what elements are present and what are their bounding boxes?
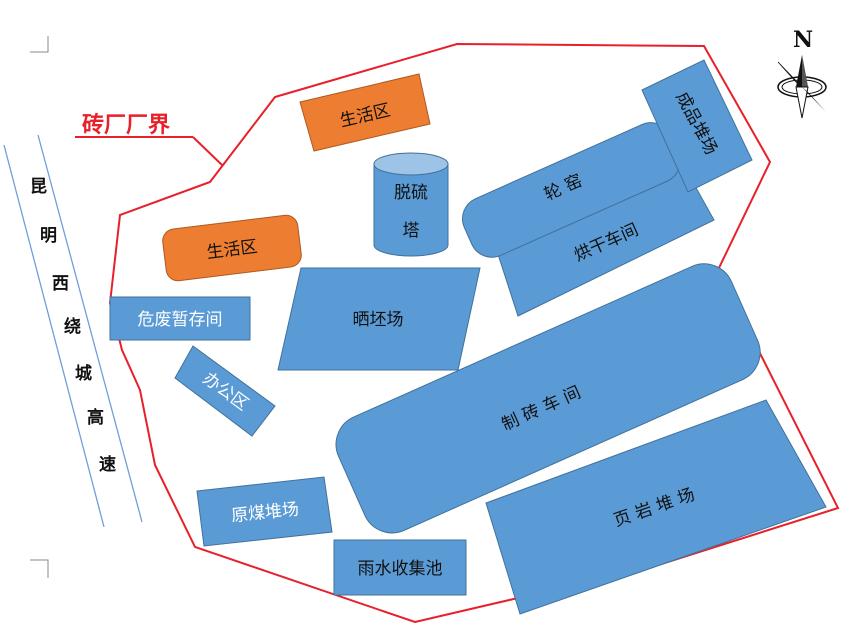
hazardous-storage-label: 危废暂存间	[138, 310, 223, 330]
office-area: 办公区	[174, 345, 276, 437]
rain-pool-label: 雨水收集池	[358, 559, 443, 579]
north-arrow-compass-icon: N	[777, 27, 827, 119]
hazardous-waste-storage: 危废暂存间	[109, 296, 251, 341]
raw-coal-yard: 原煤堆场	[196, 476, 333, 547]
dryer-workshop: 烘干车间	[494, 167, 715, 317]
tower-label-line2: 塔	[403, 221, 420, 241]
boundary-label: 砖厂厂界	[82, 112, 170, 138]
highway-line-left	[3, 144, 105, 528]
highway-char: 明	[40, 226, 57, 246]
rainwater-collection-pool: 雨水收集池	[333, 539, 467, 596]
crop-mark-bottom-left	[30, 559, 49, 578]
desulfurization-tower: 脱硫 塔	[373, 152, 449, 257]
drying-yard: 晒坯场	[277, 267, 481, 371]
boundary-leader-line	[192, 136, 223, 166]
tower-label-line1: 脱硫	[394, 183, 428, 203]
highway-char: 城	[75, 364, 92, 384]
drying-yard-label: 晒坯场	[353, 310, 404, 330]
finished-product-yard: 成品堆场	[641, 59, 753, 193]
crop-mark-top-left	[30, 36, 49, 53]
highway-char: 速	[99, 454, 116, 475]
brick-making-workshop: 制 砖 车 间	[335, 263, 761, 534]
kiln: 轮 窑	[462, 122, 681, 258]
north-label: N	[793, 27, 813, 53]
highway-line-right	[37, 134, 143, 523]
highway-label: 昆 明 西 绕 城 高 速	[30, 177, 116, 475]
highway-char: 西	[52, 274, 69, 294]
living-area-top: 生活区	[299, 73, 431, 152]
highway-char: 高	[87, 407, 104, 428]
living-area-left: 生活区	[162, 214, 302, 282]
factory-boundary	[108, 42, 840, 623]
highway-char: 昆	[30, 177, 47, 197]
shale-yard: 页 岩 堆 场	[485, 399, 827, 615]
highway-char: 绕	[64, 316, 81, 337]
